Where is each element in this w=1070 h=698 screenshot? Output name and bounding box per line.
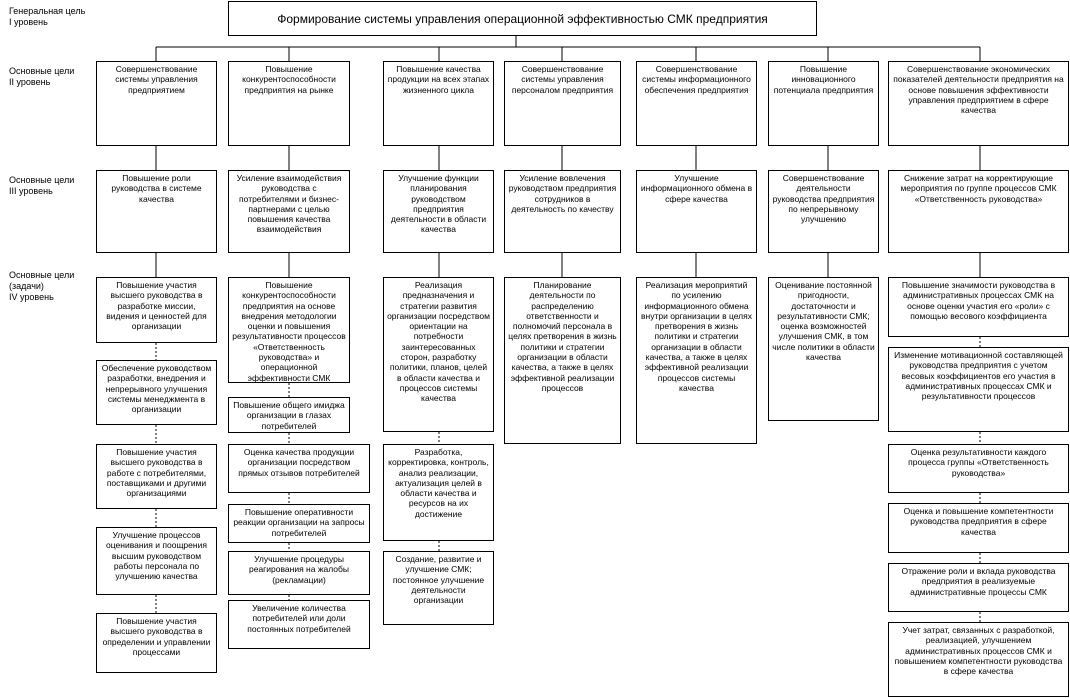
level4-col3-box-1: Реализация предназначения и стратегии ра… (383, 277, 494, 432)
level4-col3-text-3: Создание, развитие и улучшение СМК; пост… (392, 554, 485, 606)
level4-col5-text-1: Реализация мероприятий по усилению инфор… (641, 280, 752, 393)
level4-col4-box-1: Планирование деятельности по распределен… (504, 277, 621, 444)
level4-col1-box-2: Обеспечение руководством разработки, вне… (96, 360, 217, 425)
level4-col1-text-2: Обеспечение руководством разработки, вне… (101, 363, 212, 415)
level4-col7-text-1: Повышение значимости руководства в админ… (901, 280, 1056, 321)
level2-box-3: Повышение качества продукции на всех эта… (383, 61, 494, 146)
level4-col7-box-2: Изменение мотивационной составляющей рук… (888, 347, 1069, 432)
level4-col1-text-5: Повышение участия высшего руководства в … (102, 616, 211, 657)
level3-text-3: Улучшение функции планирования руководст… (390, 173, 487, 235)
level3-text-4: Усиление вовлечения руководством предпри… (508, 173, 617, 214)
level3-box-2: Усиление взаимодействия руководства с по… (228, 170, 350, 253)
level3-text-2: Усиление взаимодействия руководства с по… (236, 173, 342, 235)
level2-box-4: Совершенствование системы управления пер… (504, 61, 621, 146)
level4-col7-box-5: Отражение роли и вклада руководства пред… (888, 563, 1069, 612)
level3-box-5: Улучшение информационного обмена в сфере… (636, 170, 757, 253)
level2-box-2: Повышение конкурентоспособности предприя… (228, 61, 350, 146)
level-label-2: Основные цели II уровень (9, 66, 75, 87)
level-label-1: Генеральная цель I уровень (9, 6, 86, 27)
level4-col7-box-6: Учет затрат, связанных с разработкой, ре… (888, 622, 1069, 697)
level3-text-1: Повышение роли руководства в системе кач… (111, 173, 202, 204)
level4-col2-box-5: Улучшение процедуры реагирования на жало… (228, 551, 370, 595)
level2-text-4: Совершенствование системы управления пер… (511, 64, 614, 95)
level4-col7-text-6: Учет затрат, связанных с разработкой, ре… (894, 625, 1063, 677)
level-label-4: Основные цели (задачи) IV уровень (9, 270, 75, 302)
level4-col3-box-3: Создание, развитие и улучшение СМК; пост… (383, 551, 494, 625)
level4-col2-text-4: Повышение оперативности реакции организа… (233, 507, 365, 538)
level4-col3-text-1: Реализация предназначения и стратегии ра… (387, 280, 490, 404)
level4-col6-box-1: Оценивание постоянной пригодности, доста… (768, 277, 879, 421)
level4-col2-box-1: Повышение конкурентоспособности предприя… (228, 277, 350, 383)
level2-box-5: Совершенствование системы информационног… (636, 61, 757, 146)
level3-box-1: Повышение роли руководства в системе кач… (96, 170, 217, 253)
level4-col7-text-3: Оценка результативности каждого процесса… (908, 447, 1049, 478)
level4-col2-box-6: Увеличение количества потребителей или д… (228, 600, 370, 649)
level4-col1-text-4: Улучшение процессов оценивания и поощрен… (106, 530, 207, 582)
level4-col3-text-2: Разработка, корректировка, контроль, ана… (388, 447, 489, 519)
level4-col2-text-6: Увеличение количества потребителей или д… (247, 603, 351, 634)
level2-box-7: Совершенствование экономических показате… (888, 61, 1069, 146)
level4-col1-text-1: Повышение участия высшего руководства в … (106, 280, 207, 332)
level4-col2-text-3: Оценка качества продукции организации по… (238, 447, 360, 478)
level4-col7-text-4: Оценка и повышение компетентности руково… (903, 506, 1054, 537)
level4-col7-text-2: Изменение мотивационной составляющей рук… (894, 350, 1063, 402)
level4-col1-text-3: Повышение участия высшего руководства в … (106, 447, 207, 499)
level3-box-6: Совершенствование деятельности руководст… (768, 170, 879, 253)
level4-col1-box-5: Повышение участия высшего руководства в … (96, 613, 217, 673)
level2-text-7: Совершенствование экономических показате… (893, 64, 1064, 116)
level2-text-5: Совершенствование системы информационног… (642, 64, 751, 95)
level4-col7-box-1: Повышение значимости руководства в админ… (888, 277, 1069, 337)
level2-text-1: Совершенствование системы управления пре… (115, 64, 198, 95)
level2-text-3: Повышение качества продукции на всех эта… (387, 64, 490, 95)
level2-text-2: Повышение конкурентоспособности предприя… (242, 64, 336, 95)
level4-col2-text-2: Повышение общего имиджа организации в гл… (233, 400, 345, 431)
level4-col5-box-1: Реализация мероприятий по усилению инфор… (636, 277, 757, 444)
level4-col7-text-5: Отражение роли и вклада руководства пред… (901, 566, 1056, 597)
level2-box-6: Повышение инновационного потенциала пред… (768, 61, 879, 146)
level3-text-5: Улучшение информационного обмена в сфере… (640, 173, 753, 204)
level4-col2-box-2: Повышение общего имиджа организации в гл… (228, 397, 350, 433)
level4-col7-box-4: Оценка и повышение компетентности руково… (888, 503, 1069, 553)
level2-box-1: Совершенствование системы управления пре… (96, 61, 217, 146)
level3-box-4: Усиление вовлечения руководством предпри… (504, 170, 621, 253)
level3-text-7: Снижение затрат на корректирующие меропр… (900, 173, 1057, 204)
level4-col1-box-4: Улучшение процессов оценивания и поощрен… (96, 527, 217, 595)
level4-col2-text-5: Улучшение процедуры реагирования на жало… (249, 554, 349, 585)
level4-col6-text-1: Оценивание постоянной пригодности, доста… (772, 280, 875, 363)
level4-col1-box-1: Повышение участия высшего руководства в … (96, 277, 217, 343)
level4-col1-box-3: Повышение участия высшего руководства в … (96, 444, 217, 509)
level4-col2-box-4: Повышение оперативности реакции организа… (228, 504, 370, 543)
level4-col3-box-2: Разработка, корректировка, контроль, ана… (383, 444, 494, 541)
general-goal-text: Формирование системы управления операцио… (277, 11, 768, 26)
level3-text-6: Совершенствование деятельности руководст… (772, 173, 875, 225)
level-label-3: Основные цели III уровень (9, 175, 75, 196)
level2-text-6: Повышение инновационного потенциала пред… (773, 64, 874, 95)
level3-box-7: Снижение затрат на корректирующие меропр… (888, 170, 1069, 253)
level3-box-3: Улучшение функции планирования руководст… (383, 170, 494, 253)
level4-col4-text-1: Планирование деятельности по распределен… (508, 280, 617, 393)
level4-col2-box-3: Оценка качества продукции организации по… (228, 444, 370, 493)
level4-col2-text-1: Повышение конкурентоспособности предприя… (232, 280, 346, 383)
level4-col7-box-3: Оценка результативности каждого процесса… (888, 444, 1069, 493)
general-goal-box: Формирование системы управления операцио… (228, 1, 817, 36)
